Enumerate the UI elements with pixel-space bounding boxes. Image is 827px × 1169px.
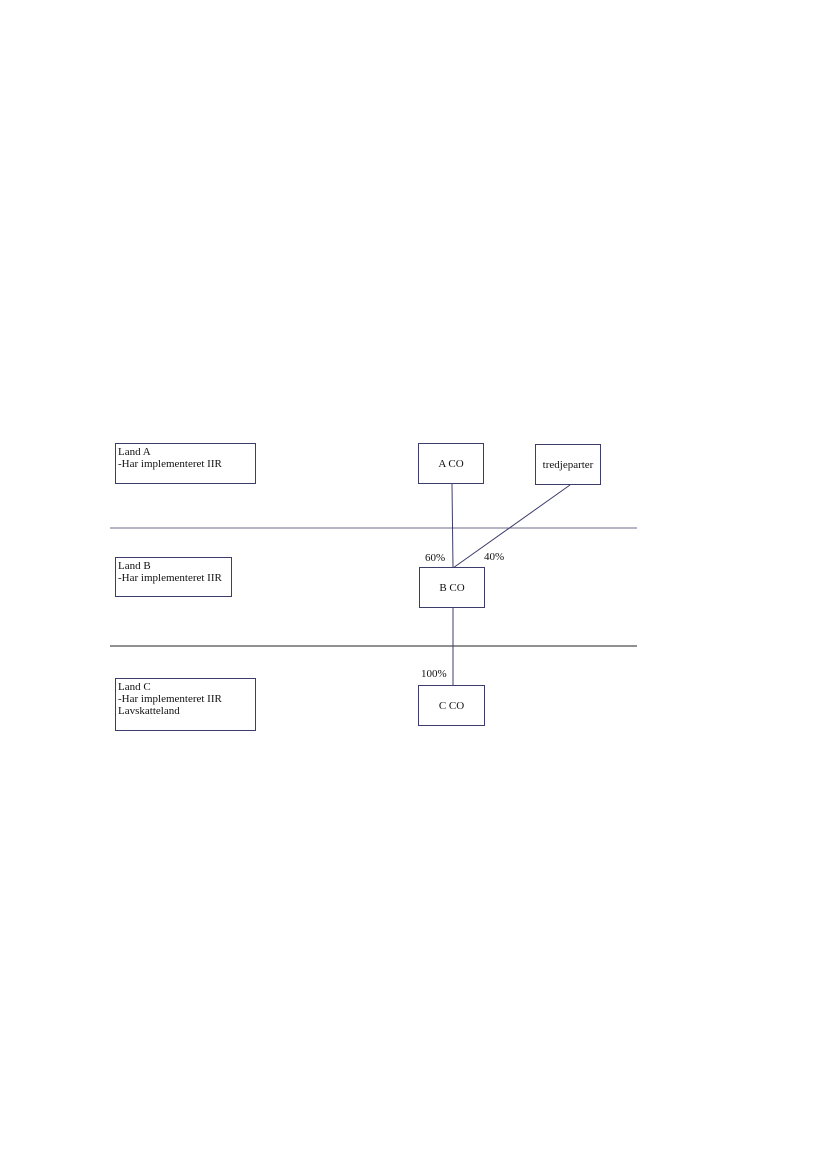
country-a-name: Land A: [118, 446, 151, 458]
entity-tredjeparter: tredjeparter: [535, 444, 601, 485]
country-box-c: Land C -Har implementeret IIR Lavskattel…: [115, 678, 256, 731]
entity-a-co: A CO: [418, 443, 484, 484]
country-c-name: Land C: [118, 681, 151, 693]
entity-b-co: B CO: [419, 567, 485, 608]
pct-a-to-b: 60%: [425, 552, 446, 564]
country-c-line-2: Lavskatteland: [118, 705, 180, 717]
link-a-to-b: [451, 483, 454, 569]
entity-a-co-label: A CO: [438, 457, 464, 470]
entity-c-co: C CO: [418, 685, 485, 726]
entity-tredjeparter-label: tredjeparter: [542, 458, 594, 471]
link-third-to-b: [452, 484, 571, 569]
country-a-line-1: -Har implementeret IIR: [118, 458, 222, 470]
pct-b-to-c: 100%: [421, 668, 447, 680]
pct-third-to-b: 40%: [484, 551, 505, 563]
entity-b-co-label: B CO: [439, 581, 465, 594]
entity-c-co-label: C CO: [438, 699, 465, 712]
country-b-line-1: -Har implementeret IIR: [118, 572, 222, 584]
country-c-line-1: -Har implementeret IIR: [118, 693, 222, 705]
country-box-b: Land B -Har implementeret IIR: [115, 557, 232, 597]
country-box-a: Land A -Har implementeret IIR: [115, 443, 256, 484]
country-b-name: Land B: [118, 560, 151, 572]
